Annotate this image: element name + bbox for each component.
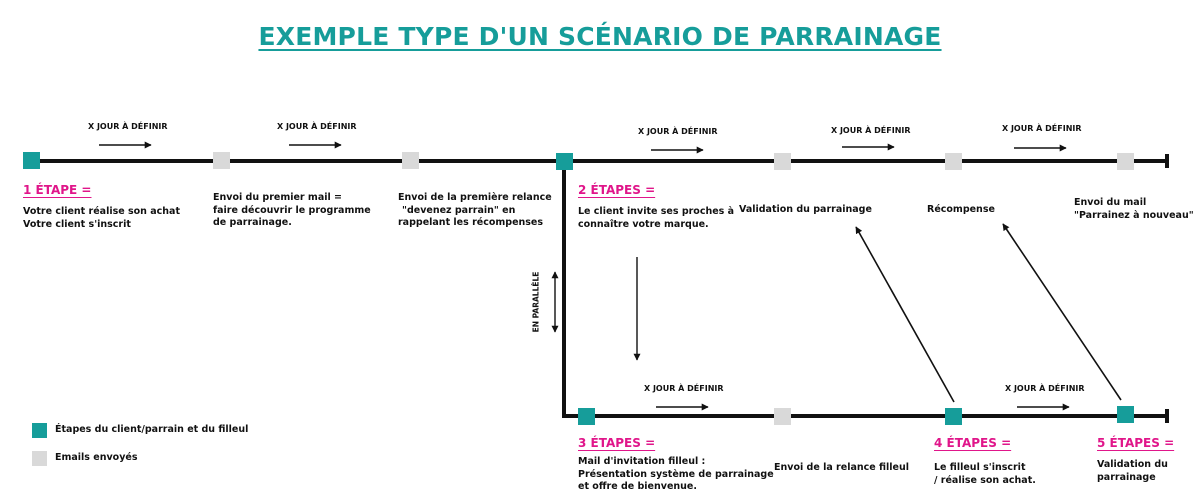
page-title: EXEMPLE TYPE D'UN SCÉNARIO DE PARRAINAGE [258, 22, 942, 51]
email-2-text: Envoi de la première relance "devenez pa… [398, 192, 552, 228]
step-1-heading: 1 ÉTAPE = [23, 183, 92, 197]
relance-text: Envoi de la relance filleul [774, 462, 910, 473]
step-5-heading: 5 ÉTAPES = [1097, 436, 1175, 450]
diagonal-arrow-to-validation [855, 226, 955, 403]
step-4-text: Le filleul s'inscrit / réalise son achat… [934, 462, 1036, 486]
final-mail-text: Envoi du mail "Parrainez à nouveau" [1074, 197, 1194, 221]
validation-text: Validation du parrainage [739, 204, 872, 215]
delay-label: X JOUR À DÉFINIR [1005, 384, 1085, 393]
node-validation [774, 153, 791, 170]
node-step-1 [23, 152, 40, 169]
delay-label: X JOUR À DÉFINIR [638, 127, 718, 136]
node-email-2 [402, 152, 419, 169]
legend-grey-swatch [32, 451, 47, 466]
legend-client-label: Étapes du client/parrain et du filleul [55, 424, 249, 435]
node-step-5 [1117, 406, 1134, 423]
diagonal-arrow-to-reward [1002, 223, 1122, 401]
delay-label: X JOUR À DÉFINIR [1002, 124, 1082, 133]
node-relance [774, 408, 791, 425]
node-reward [945, 153, 962, 170]
legend-teal-swatch [32, 423, 47, 438]
step-2-heading: 2 ÉTAPES = [578, 183, 656, 197]
node-step-4 [945, 408, 962, 425]
reward-text: Récompense [927, 204, 995, 215]
email-1-text: Envoi du premier mail = faire découvrir … [213, 192, 371, 228]
node-step-2 [556, 153, 573, 170]
step-5-text: Validation du parrainage [1097, 459, 1168, 483]
node-final-mail [1117, 153, 1134, 170]
step-2-text: Le client invite ses proches à connaître… [578, 206, 735, 230]
node-email-1 [213, 152, 230, 169]
step-3-heading: 3 ÉTAPES = [578, 436, 656, 450]
step-4-heading: 4 ÉTAPES = [934, 436, 1012, 450]
step-1-text: Votre client réalise son achat Votre cli… [23, 206, 181, 230]
step-3-text: Mail d'invitation filleul : Présentation… [578, 456, 774, 492]
delay-label: X JOUR À DÉFINIR [277, 122, 357, 131]
parallel-label: EN PARALLÈLE [531, 271, 541, 333]
node-step-3 [578, 408, 595, 425]
delay-label: X JOUR À DÉFINIR [88, 122, 168, 131]
delay-label: X JOUR À DÉFINIR [831, 126, 911, 135]
legend-emails-label: Emails envoyés [55, 452, 138, 463]
delay-label: X JOUR À DÉFINIR [644, 384, 724, 393]
